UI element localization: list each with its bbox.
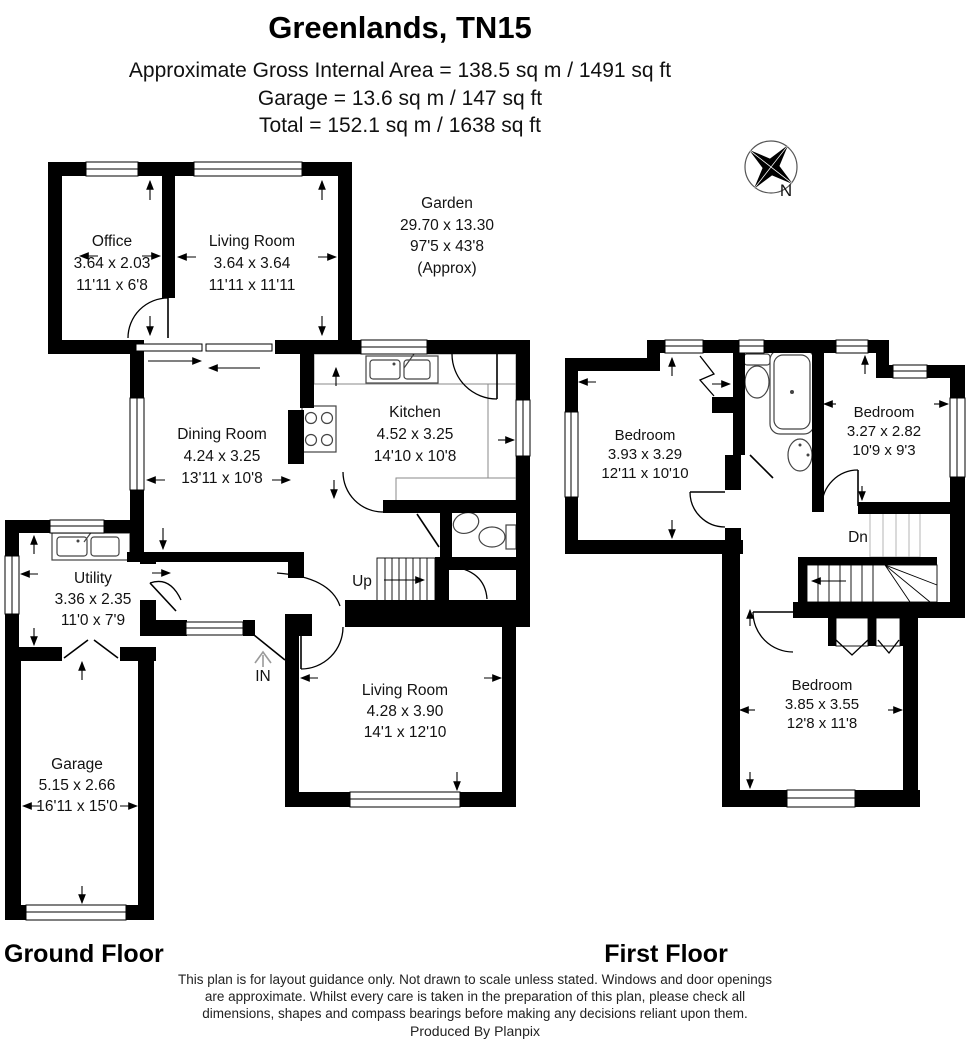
toilet-icon: [743, 353, 771, 399]
basin-icon: [787, 438, 813, 472]
gross-internal-area: Approximate Gross Internal Area = 138.5 …: [129, 59, 671, 82]
ground-floor-windows: [4, 161, 531, 921]
svg-text:Living Room: Living Room: [209, 233, 295, 250]
room-label-bedroom-1: Bedroom 3.93 x 3.29 12'11 x 10'10: [601, 427, 688, 482]
stairs-down-label: Dn: [848, 529, 868, 546]
svg-text:11'11 x 11'11: 11'11 x 11'11: [209, 277, 296, 294]
produced-by: Produced By Planpix: [410, 1023, 540, 1039]
entrance-in-arrow-icon: [254, 650, 272, 667]
svg-text:3.64 x 2.03: 3.64 x 2.03: [74, 255, 151, 272]
garden-imperial: 97'5 x 43'8: [410, 238, 484, 255]
entrance-in-label: IN: [255, 668, 271, 685]
svg-text:Garage: Garage: [51, 756, 103, 773]
svg-text:Bedroom: Bedroom: [615, 427, 676, 444]
svg-text:4.28 x 3.90: 4.28 x 3.90: [367, 703, 444, 720]
stairs-up: [376, 557, 436, 603]
svg-text:Kitchen: Kitchen: [389, 404, 441, 421]
svg-text:10'9 x 9'3: 10'9 x 9'3: [852, 442, 915, 459]
svg-text:13'11 x 10'8: 13'11 x 10'8: [181, 470, 262, 487]
disclaimer: This plan is for layout guidance only. N…: [178, 972, 772, 1039]
svg-text:3.27 x 2.82: 3.27 x 2.82: [847, 423, 921, 440]
page-title: Greenlands, TN15: [268, 10, 532, 45]
svg-text:3.64 x 3.64: 3.64 x 3.64: [214, 255, 291, 272]
room-label-living-room-2: Living Room 4.28 x 3.90 14'1 x 12'10: [362, 682, 448, 741]
room-label-utility: Utility 3.36 x 2.35 11'0 x 7'9: [55, 570, 132, 629]
svg-text:12'11 x 10'10: 12'11 x 10'10: [601, 465, 688, 482]
dining-door: [276, 572, 341, 607]
svg-text:Bedroom: Bedroom: [792, 677, 853, 694]
disclaimer-line-2: are approximate. Whilst every care is ta…: [205, 989, 745, 1004]
utility-sink-icon: [51, 529, 131, 561]
front-door: [253, 634, 286, 661]
svg-text:Living Room: Living Room: [362, 682, 448, 699]
wc-door: [416, 513, 440, 548]
compass-rose-icon: N: [744, 140, 798, 200]
sliding-doors: [135, 343, 273, 372]
compass-north-label: N: [780, 181, 792, 200]
garden-name: Garden: [421, 195, 473, 212]
stairs-upper-flight: [869, 512, 921, 558]
cupboard-bifold-doors: [698, 355, 716, 397]
stairs-down: [806, 564, 938, 603]
room-label-dining-room: Dining Room 4.24 x 3.25 13'11 x 10'8: [177, 426, 267, 487]
svg-text:Dining Room: Dining Room: [177, 426, 267, 443]
svg-text:Utility: Utility: [74, 570, 112, 587]
svg-text:11'11 x 6'8: 11'11 x 6'8: [76, 277, 148, 294]
room-label-garage: Garage 5.15 x 2.66 16'11 x 15'0: [36, 756, 118, 815]
svg-text:5.15 x 2.66: 5.15 x 2.66: [39, 777, 116, 794]
svg-text:14'10 x 10'8: 14'10 x 10'8: [374, 448, 457, 465]
bathroom-door: [749, 454, 774, 479]
first-floor-doors: [689, 355, 938, 656]
stove-icon: [301, 405, 337, 453]
wc-toilet-icon: [478, 524, 517, 550]
svg-text:12'8 x 11'8: 12'8 x 11'8: [787, 715, 858, 732]
svg-text:3.93 x 3.29: 3.93 x 3.29: [608, 446, 682, 463]
disclaimer-line-3: dimensions, shapes and compass bearings …: [202, 1006, 748, 1021]
garage-area: Garage = 13.6 sq m / 147 sq ft: [258, 87, 542, 110]
svg-text:4.24 x 3.25: 4.24 x 3.25: [184, 448, 261, 465]
garden-metric: 29.70 x 13.30: [400, 217, 494, 234]
total-area: Total = 152.1 sq m / 1638 sq ft: [259, 114, 541, 137]
disclaimer-line-1: This plan is for layout guidance only. N…: [178, 972, 772, 987]
room-label-bedroom-2: Bedroom 3.27 x 2.82 10'9 x 9'3: [847, 404, 921, 459]
bathtub-icon: [769, 349, 815, 435]
svg-text:Bedroom: Bedroom: [854, 404, 915, 421]
svg-text:14'1 x 12'10: 14'1 x 12'10: [364, 724, 447, 741]
room-label-kitchen: Kitchen 4.52 x 3.25 14'10 x 10'8: [374, 404, 457, 465]
kitchen-sink-icon: [365, 353, 439, 384]
wc-basin-icon: [452, 512, 480, 534]
svg-text:11'0 x 7'9: 11'0 x 7'9: [61, 612, 125, 629]
closet-doors: [835, 617, 901, 656]
svg-text:3.36 x 2.35: 3.36 x 2.35: [55, 591, 132, 608]
ground-floor-doors: [63, 297, 498, 670]
svg-text:4.52 x 3.25: 4.52 x 3.25: [377, 426, 454, 443]
room-label-bedroom-3: Bedroom 3.85 x 3.55 12'8 x 11'8: [785, 677, 859, 732]
svg-text:16'11 x 15'0: 16'11 x 15'0: [36, 798, 118, 815]
dimension-arrows: [19, 179, 950, 905]
first-floor-title: First Floor: [604, 940, 728, 968]
first-floor-windows: [564, 339, 966, 808]
garden-approx: (Approx): [417, 260, 476, 277]
stairs-up-label: Up: [352, 573, 372, 590]
room-label-office: Office 3.64 x 2.03 11'11 x 6'8: [74, 233, 151, 294]
ground-floor-title: Ground Floor: [4, 940, 164, 968]
garden-label: Garden 29.70 x 13.30 97'5 x 43'8 (Approx…: [400, 195, 494, 277]
header: Greenlands, TN15 Approximate Gross Inter…: [129, 10, 671, 137]
svg-text:3.85 x 3.55: 3.85 x 3.55: [785, 696, 859, 713]
svg-text:Office: Office: [92, 233, 132, 250]
room-label-living-room: Living Room 3.64 x 3.64 11'11 x 11'11: [209, 233, 296, 294]
utility-door: [149, 582, 177, 612]
